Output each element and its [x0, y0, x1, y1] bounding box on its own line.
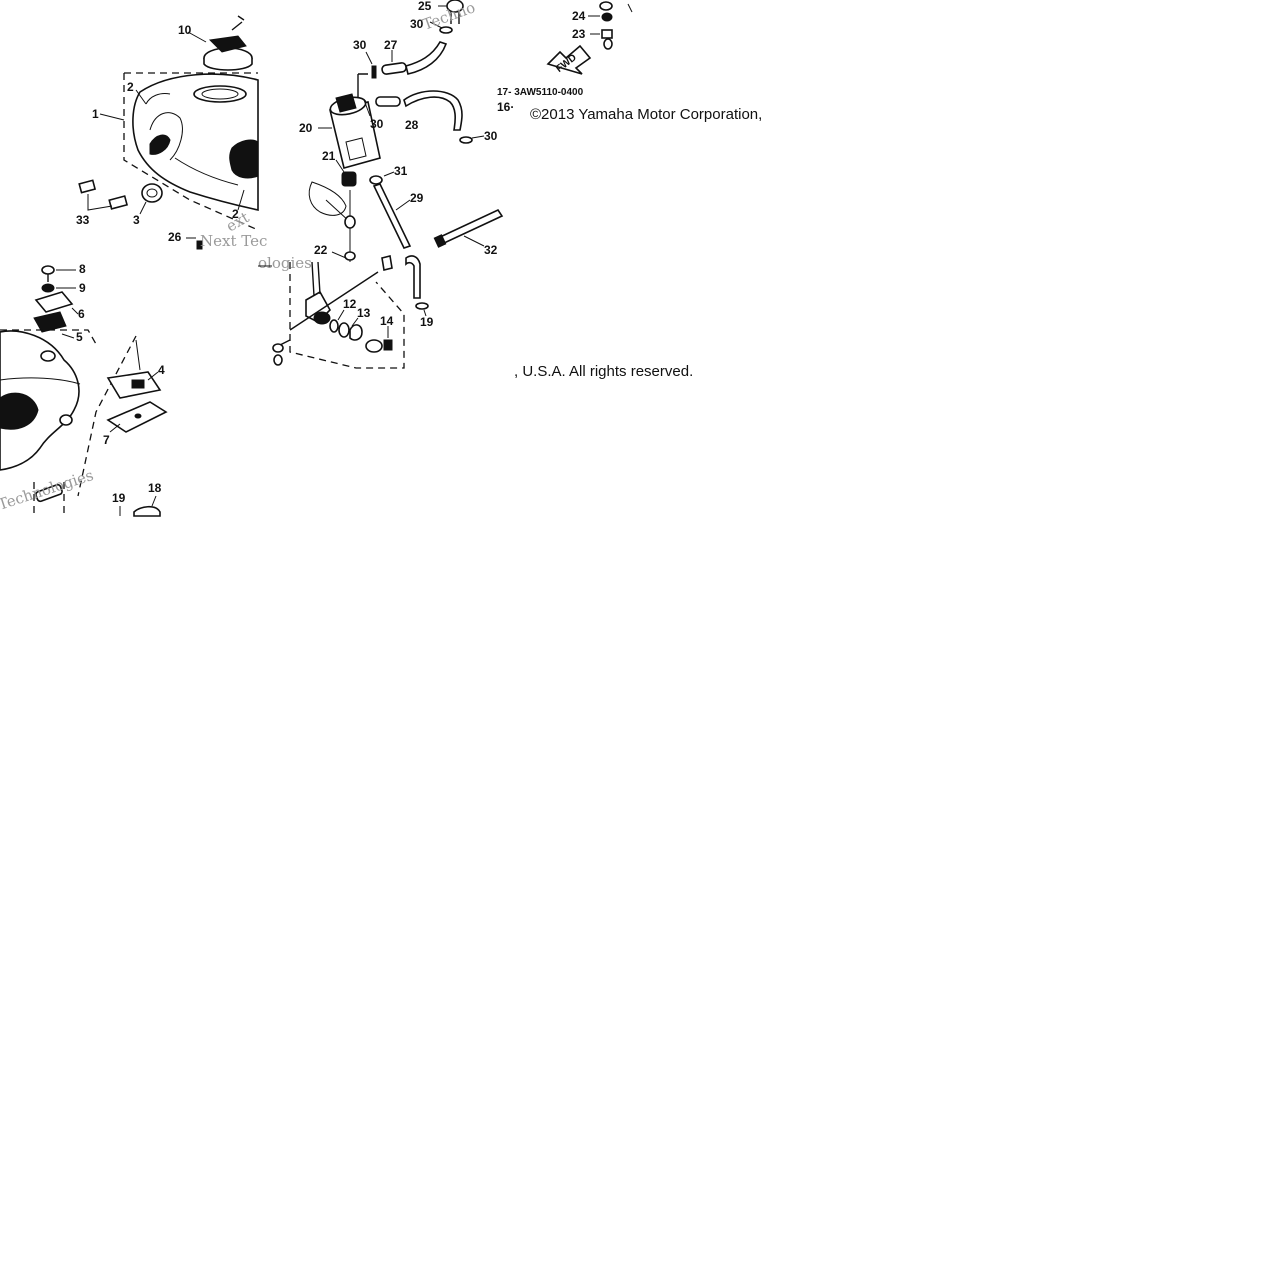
- callout-33: 33: [76, 213, 90, 227]
- callout-29: 29: [410, 191, 424, 205]
- callout-2: 2: [232, 207, 239, 221]
- callout-30: 30: [484, 129, 498, 143]
- fuel-pump-panel: 25 30 Techno 27 30 20 30 28: [258, 0, 633, 369]
- callout-14: 14: [380, 314, 394, 328]
- callout-24: 24: [572, 9, 586, 23]
- fuel-cap: [203, 15, 253, 71]
- callout-2: 2: [127, 80, 134, 94]
- callout-16: 16·: [497, 100, 514, 114]
- callout-20: 20: [299, 121, 313, 135]
- callout-30: 30: [370, 117, 384, 131]
- callout-30: 30: [353, 38, 367, 52]
- fuel-tank: [132, 73, 259, 211]
- callout-9: 9: [79, 281, 86, 295]
- callout-8: 8: [79, 262, 86, 276]
- seat-cover: [0, 330, 80, 471]
- callout-27: 27: [384, 38, 398, 52]
- seat-panel: 8 9 6 5 4 7 18 19 Technologi: [0, 262, 168, 517]
- callout-25: 25: [418, 0, 432, 13]
- hose-29: [372, 183, 412, 249]
- callout-10: 10: [178, 23, 192, 37]
- watermark: Technologies: [0, 466, 96, 514]
- watermark: Next Tec: [200, 232, 267, 250]
- tank-pads: [78, 179, 129, 211]
- callout-13: 13: [357, 306, 371, 320]
- callout-31: 31: [394, 164, 408, 178]
- callout-4: 4: [158, 363, 165, 377]
- forward-arrow-icon: FWD: [546, 44, 592, 75]
- copyright-line-2: , U.S.A. All rights reserved.: [514, 363, 694, 380]
- callout-7: 7: [103, 433, 110, 447]
- callout-22: 22: [314, 243, 328, 257]
- watermark: ologies: [258, 254, 312, 272]
- callout-5: 5: [76, 330, 83, 344]
- callout-6: 6: [78, 307, 85, 321]
- hose-28: [375, 90, 463, 131]
- callout-18: 18: [148, 481, 162, 495]
- callout-30: 30: [410, 17, 424, 31]
- callout-26: 26: [168, 230, 182, 244]
- callout-21: 21: [322, 149, 336, 163]
- callout-12: 12: [343, 297, 357, 311]
- callout-23: 23: [572, 27, 586, 41]
- callout-32: 32: [484, 243, 498, 257]
- fuel-tank-panel: 10 2 1 2 3 33 26 Next Tec ext: [76, 15, 267, 250]
- callout-28: 28: [405, 118, 419, 132]
- part-number: 17- 3AW5110-0400: [497, 87, 584, 98]
- fuel-pump: [318, 93, 381, 169]
- hose-27: [381, 41, 448, 75]
- pump-bracket: [308, 181, 351, 223]
- copyright-line-1: ©2013 Yamaha Motor Corporation,: [530, 106, 763, 123]
- callout-3: 3: [133, 213, 140, 227]
- tank-damper: [139, 183, 163, 215]
- callout-1: 1: [92, 107, 99, 121]
- callout-19: 19: [420, 315, 434, 329]
- callout-19: 19: [112, 491, 126, 505]
- tank-emblem: [229, 139, 259, 179]
- fuel-cock: [272, 261, 379, 366]
